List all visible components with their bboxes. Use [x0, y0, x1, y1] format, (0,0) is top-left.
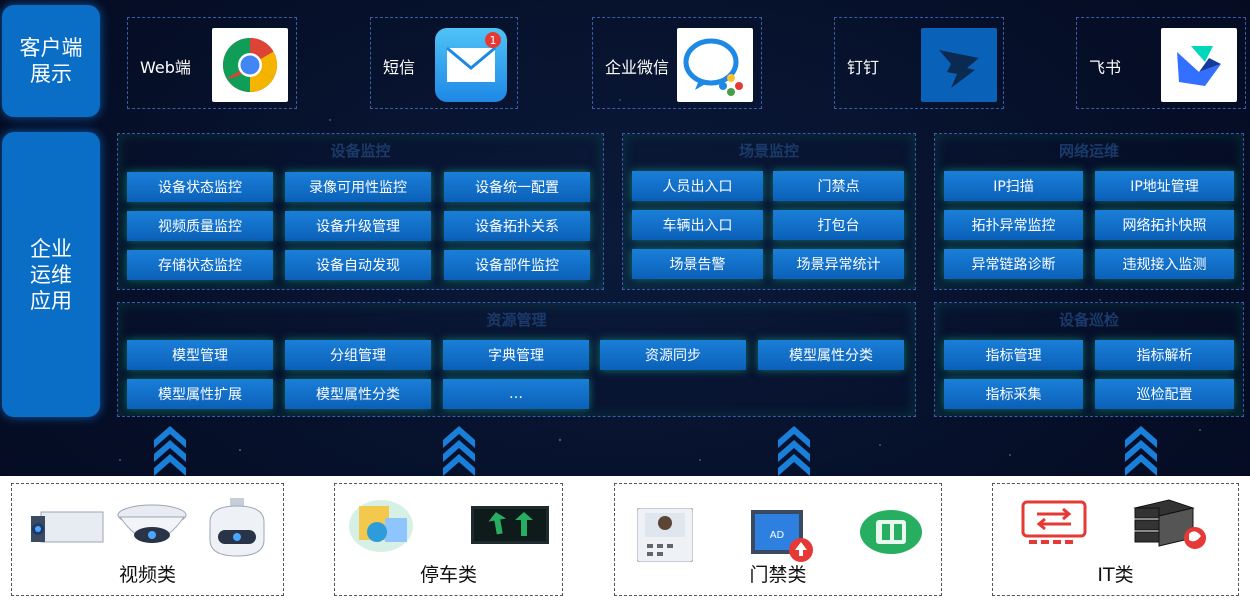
client-dingtalk[interactable]: 钉钉: [834, 17, 1004, 109]
lane-indicator-icon: [471, 506, 549, 544]
group-title: 场景监控: [738, 142, 799, 160]
item-device-config[interactable]: 设备统一配置: [444, 172, 590, 202]
client-label: 飞书: [1089, 58, 1122, 77]
mail-icon: 1: [435, 28, 507, 102]
side-label-client: 客户端 展示: [2, 5, 100, 117]
group-device-inspection: 设备巡检: [934, 302, 1244, 417]
item-link-diagnosis[interactable]: 异常链路诊断: [944, 249, 1083, 279]
item-topology-anomaly[interactable]: 拓扑异常监控: [944, 210, 1083, 240]
item-model-attr-category-2[interactable]: 模型属性分类: [285, 379, 431, 409]
ptz-camera-icon: [209, 498, 265, 557]
item-scene-alarm[interactable]: 场景告警: [632, 249, 763, 279]
item-model-management[interactable]: 模型管理: [127, 340, 273, 370]
dome-camera-icon: [117, 504, 187, 543]
access-terminal-icon: [637, 508, 693, 562]
svg-text:AD: AD: [770, 530, 785, 541]
item-metric-parsing[interactable]: 指标解析: [1095, 340, 1234, 370]
client-label: 短信: [383, 58, 416, 77]
item-metric-collection[interactable]: 指标采集: [944, 379, 1083, 409]
item-model-attr-extension[interactable]: 模型属性扩展: [127, 379, 273, 409]
wecom-icon: [677, 28, 753, 102]
item-device-upgrade[interactable]: 设备升级管理: [285, 211, 431, 241]
up-arrow-icon: [1125, 426, 1157, 476]
category-it[interactable]: IT类: [992, 483, 1239, 596]
bullet-camera-icon: [31, 511, 104, 543]
device-layer: 视频类 停车类 AD: [0, 476, 1250, 611]
client-label: 企业微信: [605, 58, 670, 77]
item-model-attr-category[interactable]: 模型属性分类: [758, 340, 904, 370]
item-auto-discovery[interactable]: 设备自动发现: [285, 250, 431, 280]
chrome-icon: [212, 28, 288, 102]
item-access-point[interactable]: 门禁点: [773, 171, 904, 201]
item-device-topology[interactable]: 设备拓扑关系: [444, 211, 590, 241]
item-ip-scan[interactable]: IP扫描: [944, 171, 1083, 201]
client-sms[interactable]: 短信 1: [370, 17, 518, 109]
client-wecom[interactable]: 企业微信: [592, 17, 762, 109]
item-storage-status[interactable]: 存储状态监控: [127, 250, 273, 280]
group-scene-monitor: 场景监控: [622, 133, 916, 290]
category-video[interactable]: 视频类: [11, 483, 284, 596]
client-label: Web端: [140, 58, 191, 77]
item-component-monitor[interactable]: 设备部件监控: [444, 250, 590, 280]
category-access[interactable]: AD 门禁类: [614, 483, 942, 596]
group-title: 网络运维: [1058, 142, 1119, 160]
item-video-quality[interactable]: 视频质量监控: [127, 211, 273, 241]
item-topology-snapshot[interactable]: 网络拓扑快照: [1095, 210, 1234, 240]
group-resource-management: 资源管理: [117, 302, 916, 417]
mail-badge: 1: [490, 34, 497, 47]
up-arrow-icon: [443, 426, 475, 476]
ad-screen-icon: AD: [751, 510, 813, 562]
item-vehicle-entry[interactable]: 车辆出入口: [632, 210, 763, 240]
item-ip-management[interactable]: IP地址管理: [1095, 171, 1234, 201]
network-switch-icon: [1021, 500, 1087, 544]
item-metric-management[interactable]: 指标管理: [944, 340, 1083, 370]
item-more[interactable]: …: [443, 379, 589, 409]
category-label: 视频类: [118, 564, 176, 586]
server-icon: [1133, 499, 1206, 549]
client-feishu[interactable]: 飞书: [1076, 17, 1246, 109]
group-device-monitor: 设备监控: [117, 133, 604, 290]
item-illegal-access[interactable]: 违规接入监测: [1095, 249, 1234, 279]
side-label-ops: 企业 运维 应用: [2, 132, 100, 417]
group-network-ops: 网络运维: [934, 133, 1244, 290]
item-group-management[interactable]: 分组管理: [285, 340, 431, 370]
category-label: 门禁类: [749, 564, 807, 586]
item-record-availability[interactable]: 录像可用性监控: [285, 172, 431, 202]
item-dictionary-management[interactable]: 字典管理: [443, 340, 589, 370]
turnstile-icon: [860, 510, 922, 554]
up-arrow-icon: [154, 426, 186, 476]
up-arrow-icon: [778, 426, 810, 476]
client-web[interactable]: Web端: [127, 17, 297, 109]
feishu-icon: [1161, 28, 1237, 102]
item-packing-station[interactable]: 打包台: [773, 210, 904, 240]
category-parking[interactable]: 停车类: [334, 483, 563, 596]
category-label: IT类: [1097, 564, 1134, 586]
group-title: 资源管理: [486, 311, 547, 329]
item-personnel-entry[interactable]: 人员出入口: [632, 171, 763, 201]
dingtalk-icon: [921, 28, 997, 102]
item-resource-sync[interactable]: 资源同步: [600, 340, 746, 370]
category-label: 停车类: [419, 564, 477, 586]
parking-guidance-icon: [349, 500, 413, 552]
item-inspection-config[interactable]: 巡检配置: [1095, 379, 1234, 409]
group-title: 设备监控: [330, 142, 391, 160]
group-title: 设备巡检: [1058, 311, 1119, 329]
client-label: 钉钉: [847, 58, 880, 77]
item-scene-anomaly-stats[interactable]: 场景异常统计: [773, 249, 904, 279]
item-device-status[interactable]: 设备状态监控: [127, 172, 273, 202]
